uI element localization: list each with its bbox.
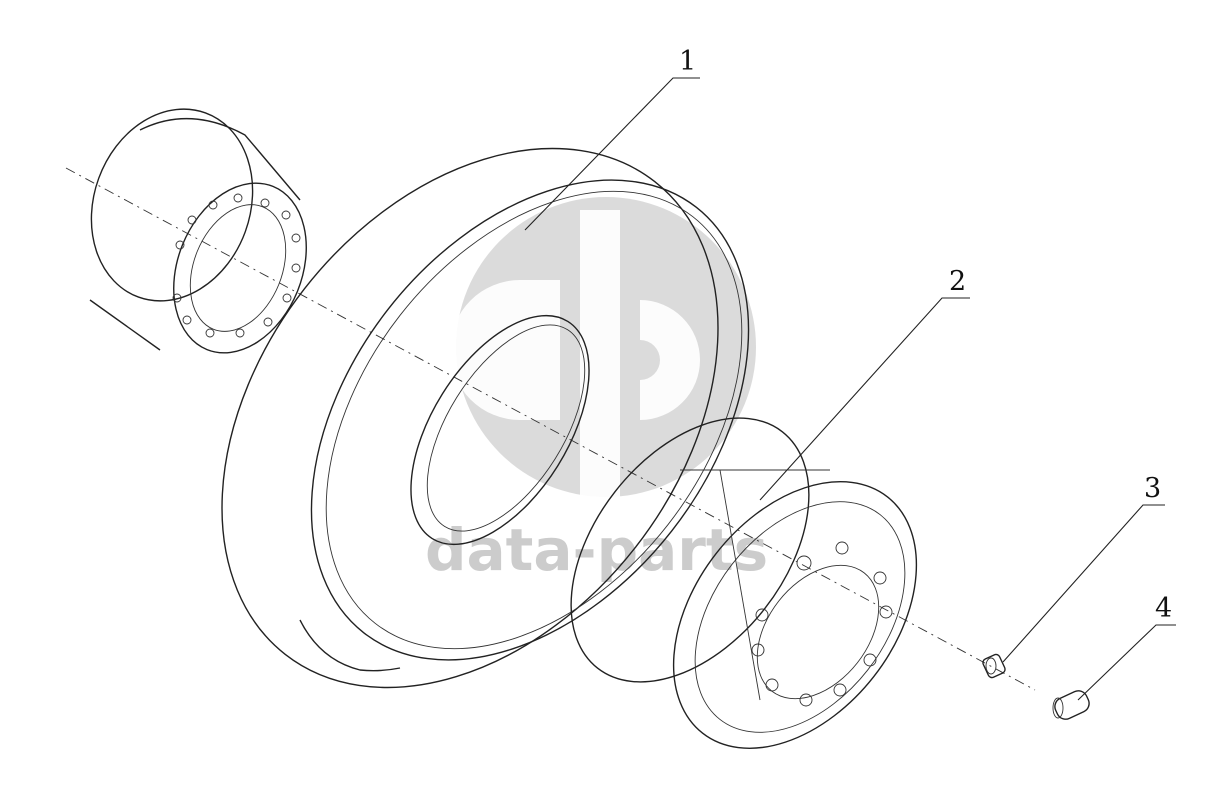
leader-2 bbox=[759, 297, 970, 501]
center-axis bbox=[65, 167, 1036, 691]
tire bbox=[221, 147, 750, 689]
callout-2: 2 bbox=[949, 266, 966, 297]
watermark-logo: data-parts bbox=[425, 197, 768, 584]
callout-3: 3 bbox=[1144, 473, 1161, 504]
leader-1 bbox=[524, 77, 700, 231]
callout-1: 1 bbox=[679, 46, 696, 77]
leader-3 bbox=[1002, 504, 1165, 663]
small-nut bbox=[982, 653, 1006, 679]
leader-4 bbox=[1077, 624, 1176, 701]
watermark-text: data-parts bbox=[425, 516, 768, 584]
leader-lines bbox=[524, 77, 1176, 701]
wheel-nut bbox=[1052, 690, 1090, 720]
hub-drum bbox=[89, 108, 307, 354]
callout-4: 4 bbox=[1155, 593, 1172, 624]
wheel-rim bbox=[570, 417, 918, 749]
